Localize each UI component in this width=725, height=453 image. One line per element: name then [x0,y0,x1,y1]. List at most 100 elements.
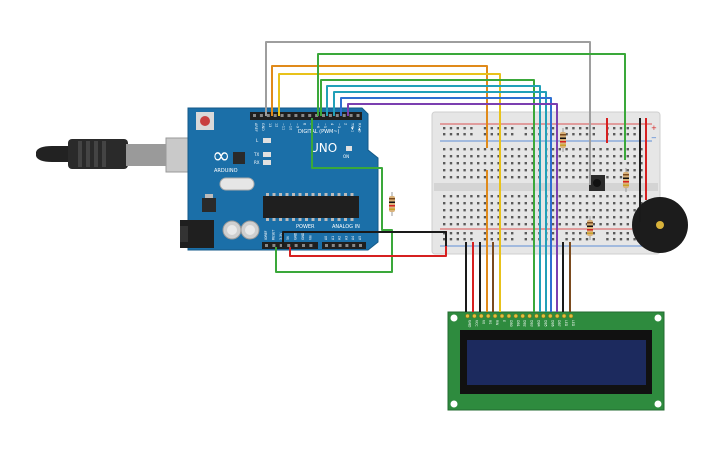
power-pin-label: RESET [271,230,275,240]
arduino-pin-label: TX▶1 [351,122,355,132]
crystal-oscillator [219,177,255,191]
arduino-pin [352,244,356,247]
wire-green-loop [275,118,393,273]
lcd-pin-label: DB6 [550,320,554,327]
lcd-screen [467,340,646,385]
lcd-pin-label: RW [495,320,499,326]
lcd-pin-label: GND [468,320,472,328]
arduino-pin [345,244,349,247]
arduino-pin [287,244,291,247]
arduino-pin-label: ~11 [282,123,286,130]
arduino-pin-label: ~6 [316,123,320,128]
arduino-pin [272,244,276,247]
lcd-pin-label: LED [564,320,568,327]
power-pin-label: GND [301,232,305,240]
power-pin-label: 5V [286,235,290,240]
arduino-pin-label: AREF [254,123,258,132]
lcd-pin-label: VCC [474,320,478,327]
arduino-pin [266,114,270,117]
wire-purple [347,103,558,312]
lcd-pin [506,313,512,319]
usb-cable [36,137,207,173]
wire-teal [326,85,541,312]
arduino-pin-label: 12 [275,123,279,127]
lcd-pin-label: DB3 [530,320,534,327]
digital-header [250,112,362,120]
lcd-pin-label: RS [488,320,492,324]
arduino-logo-icon: ∞ [212,144,230,169]
arduino-pin [301,114,305,117]
resistor-pullup [389,192,395,216]
arduino-pin [335,114,339,117]
power-pin-label: IOREF [264,230,268,240]
analog-pin-label: A0 [324,236,328,240]
analog-header [322,242,366,249]
lcd-pin [568,313,574,319]
analog-pin-label: A4 [351,236,355,240]
resistors [389,128,629,240]
arduino-brand-text: ARDUINO [214,168,238,174]
lcd-pin-label: E [502,320,506,322]
lcd-pin-label: LED [571,320,575,327]
analog-pin-label: A1 [331,236,335,240]
arduino-pin-label: 2 [344,123,348,125]
led-label-tx: TX [253,152,259,157]
arduino-pin [349,114,353,117]
arduino-pin [309,244,313,247]
wires [265,41,647,312]
power-label: POWER [296,224,315,230]
lcd-pin [492,313,498,319]
wire-gray [265,41,591,185]
lcd-pin [472,313,477,319]
arduino-pin [325,244,328,247]
lcd-pin [520,313,525,319]
lcd-pin-label: V0 [481,320,485,324]
lcd-pin [465,313,470,319]
lcd-pin-label: DB1 [516,320,520,327]
lcd-pin-label: DB0 [509,320,513,327]
resistor-button [623,168,629,192]
arduino-pin [265,244,268,247]
arduino-pin-label: ~5 [323,123,327,128]
lcd-pin-label: DB7 [557,320,561,327]
arduino-pin [308,114,312,117]
wire-yellow [278,73,501,312]
wire-orange [271,65,488,148]
wire-cyan [333,91,547,312]
arduino-pin [342,114,346,117]
arduino-pin [259,114,263,117]
arduino-pin [294,114,298,117]
arduino-pin [315,114,319,117]
arduino-pin [328,114,332,117]
wire-green-button [317,53,626,160]
arduino-pin-label: 4 [330,123,334,125]
lcd-pin-label: DB4 [537,320,541,327]
arduino-pin [322,114,325,117]
arduino-pin-label: GND [261,123,265,131]
arduino-pin [331,244,335,247]
arduino-pin-label: 13 [268,123,272,127]
digital-label: DIGITAL (PWM~) [298,129,340,135]
analog-in-label: ANALOG IN [332,224,360,230]
arduino-pin-label: ~3 [337,123,341,128]
lcd-pin-label: DB5 [543,320,547,327]
analog-pin-label: A2 [338,236,342,240]
led-label-l: L [256,138,259,143]
lcd-pin [513,313,519,319]
arduino-pin [294,244,298,247]
analog-pin-label: A5 [358,236,362,240]
arduino-pin [359,244,362,247]
voltage-regulator [202,198,216,212]
push-button[interactable] [589,175,605,191]
lcd-pin [527,313,532,319]
analog-pin-label: A3 [344,236,348,240]
piezo-buzzer [632,197,688,253]
arduino-pin-label: RX◀0 [358,123,362,132]
power-pin-label: 3.3V [279,232,283,240]
arduino-pin [279,244,283,247]
arduino-pin-label: 8 [302,123,306,125]
